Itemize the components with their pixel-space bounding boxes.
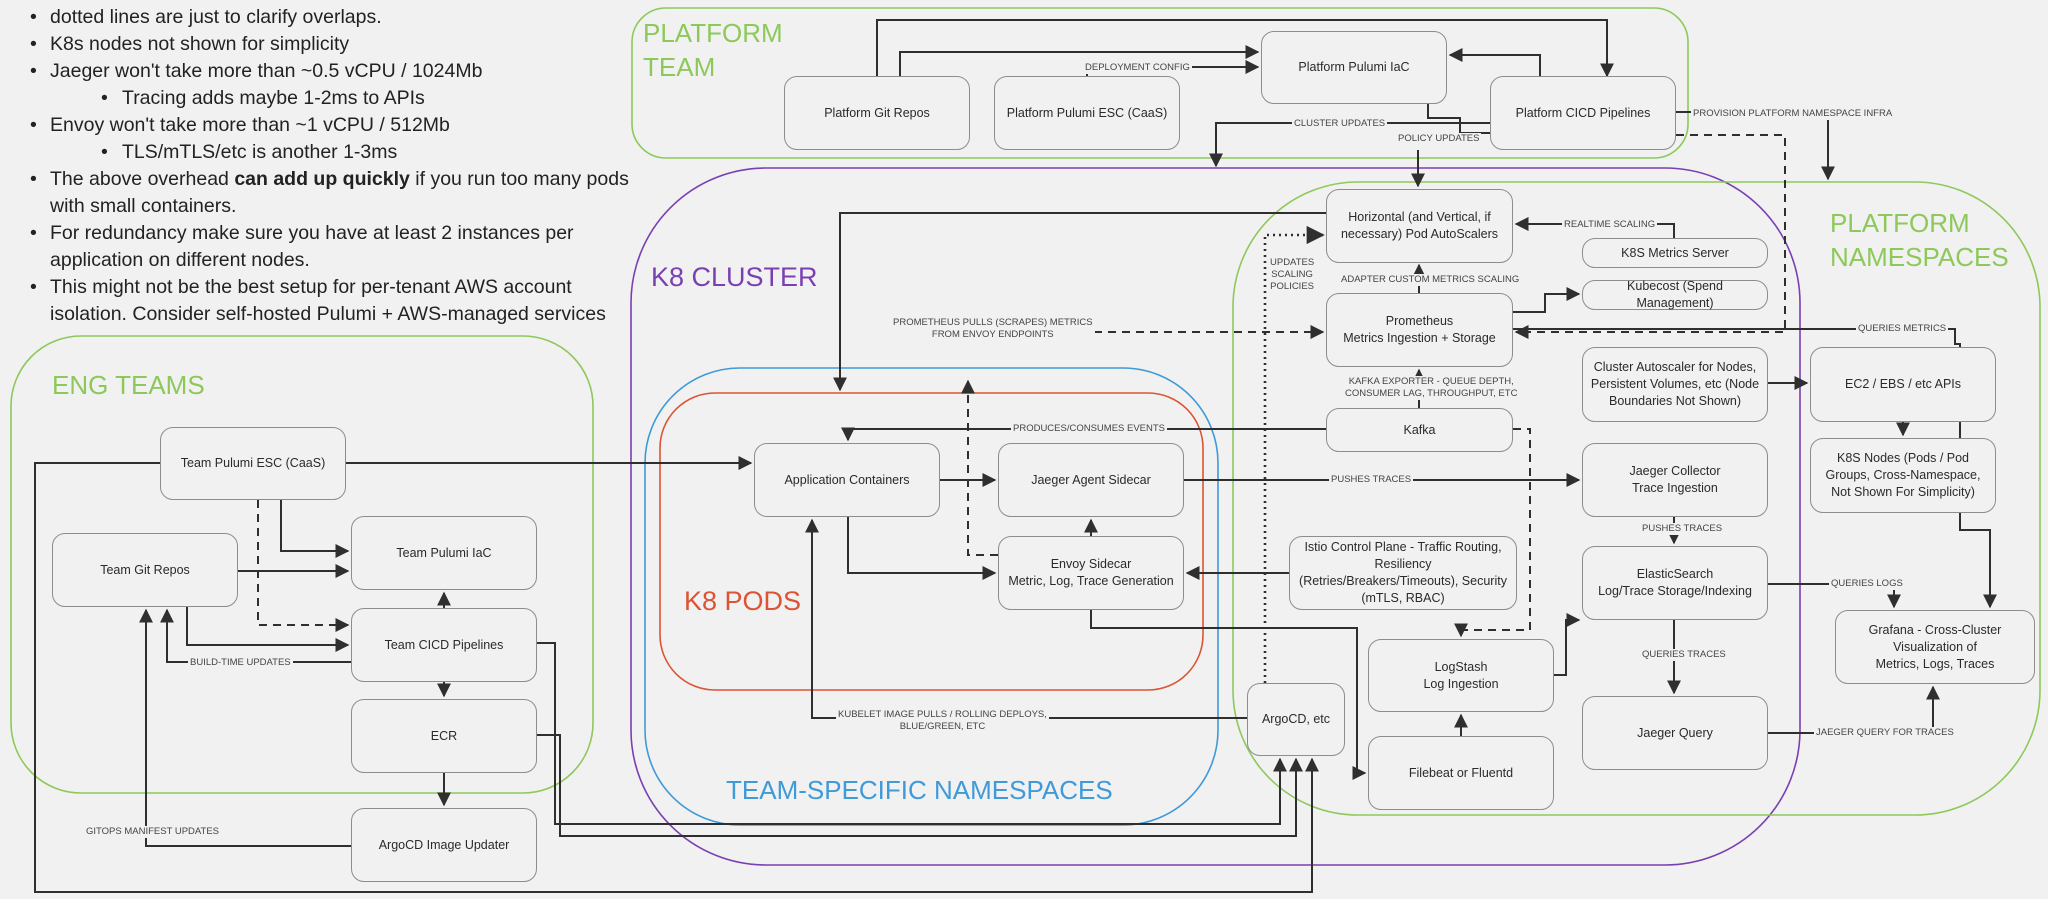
k8-pods-label: K8 PODS xyxy=(684,586,802,616)
hpa-node: Horizontal (and Vertical, if necessary) … xyxy=(1326,189,1513,263)
note-item: Envoy won't take more than ~1 vCPU / 512… xyxy=(14,112,654,139)
eng-teams-label: ENG TEAMS xyxy=(52,370,205,400)
edge-label-queries-metrics: QUERIES METRICS xyxy=(1856,323,1949,335)
prometheus-to-kubecost-edge xyxy=(1513,287,1581,313)
prometheus-node: Prometheus Metrics Ingestion + Storage xyxy=(1326,293,1513,367)
k8-pods-region xyxy=(659,392,1204,691)
note-item: For redundancy make sure you have at lea… xyxy=(14,220,654,274)
ecr-to-argocd-edge xyxy=(537,734,1303,837)
team-git-repos-node: Team Git Repos xyxy=(52,533,238,607)
platform-cicd-node: Platform CICD Pipelines xyxy=(1490,76,1676,150)
edge-label-updates-scaling-policies: UPDATES SCALING POLICIES xyxy=(1268,257,1317,293)
logstash-to-elasticsearch-edge xyxy=(1554,613,1581,676)
envoy-sidecar-node: Envoy Sidecar Metric, Log, Trace Generat… xyxy=(998,536,1184,610)
platform-git-to-iac-edge xyxy=(899,45,1260,76)
note-subitem: Tracing adds maybe 1-2ms to APIs xyxy=(14,85,654,112)
filebeat-node: Filebeat or Fluentd xyxy=(1368,736,1554,810)
jaeger-collector-node: Jaeger Collector Trace Ingestion xyxy=(1582,443,1768,517)
edge-label-provision-platform: PROVISION PLATFORM NAMESPACE INFRA xyxy=(1691,108,1895,120)
edge-label-queries-logs: QUERIES LOGS xyxy=(1829,578,1905,590)
platform-pulumi-esc-node: Platform Pulumi ESC (CaaS) xyxy=(994,76,1180,150)
platform-cicd-to-prometheus-edge xyxy=(1514,134,1786,339)
argocd-node: ArgoCD, etc xyxy=(1247,683,1345,756)
cicd-to-argocd-edge xyxy=(537,642,1287,825)
argocd-to-hpa-edge xyxy=(1263,225,1325,683)
gitops-manifest-edge xyxy=(139,608,351,847)
team-esc-to-argocd-edge xyxy=(34,462,1319,893)
hpa-to-app-edge xyxy=(833,212,1326,392)
edge-label-realtime-scaling: REALTIME SCALING xyxy=(1562,219,1658,231)
note-item: The above overhead can add up quickly if… xyxy=(14,166,654,220)
team-git-to-cicd-edge xyxy=(186,607,350,652)
note-item: Jaeger won't take more than ~0.5 vCPU / … xyxy=(14,58,654,85)
logstash-node: LogStash Log Ingestion xyxy=(1368,639,1554,712)
edge-label-produces-consumes: PRODUCES/CONSUMES EVENTS xyxy=(1011,423,1168,435)
platform-namespaces-region xyxy=(1232,181,2041,816)
k8-cluster-region xyxy=(630,167,1801,866)
platform-cicd-to-iac-edge xyxy=(1448,48,1541,76)
note-text: The above overhead xyxy=(50,168,235,190)
cluster-updates-edge xyxy=(1209,122,1490,168)
elasticsearch-node: ElasticSearch Log/Trace Storage/Indexing xyxy=(1582,546,1768,620)
provision-platform-edge xyxy=(1676,111,1835,181)
edge-label-kubelet-image-pulls: KUBELET IMAGE PULLS / ROLLING DEPLOYS, B… xyxy=(836,709,1049,733)
team-pulumi-iac-node: Team Pulumi IaC xyxy=(351,516,537,590)
k8s-metrics-server-node: K8S Metrics Server xyxy=(1582,238,1768,268)
edge-label-kafka-exporter: KAFKA EXPORTER - QUEUE DEPTH, CONSUMER L… xyxy=(1343,376,1520,400)
edge-label-deployment-config: DEPLOYMENT CONFIG xyxy=(1083,62,1192,74)
edge-label-adapter-custom-metrics: ADAPTER CUSTOM METRICS SCALING xyxy=(1339,274,1522,286)
team-pulumi-esc-node: Team Pulumi ESC (CaaS) xyxy=(160,427,346,500)
edge-label-prometheus-pulls: PROMETHEUS PULLS (SCRAPES) METRICS FROM … xyxy=(891,317,1095,341)
note-emphasis: can add up quickly xyxy=(234,168,410,190)
platform-namespaces-label: PLATFORM NAMESPACES xyxy=(1830,208,2009,272)
note-text: if you run too many pods with small cont… xyxy=(50,168,629,217)
edge-label-policy-updates: POLICY UPDATES xyxy=(1396,133,1482,145)
edge-label-pushes-traces-agent: PUSHES TRACES xyxy=(1329,474,1414,486)
note-item: K8s nodes not shown for simplicity xyxy=(14,31,654,58)
edge-label-pushes-traces-collector: PUSHES TRACES xyxy=(1640,523,1725,535)
edge-label-gitops-manifest: GITOPS MANIFEST UPDATES xyxy=(84,826,222,838)
k8-cluster-label: K8 CLUSTER xyxy=(651,262,818,292)
kafka-to-logstash-edge xyxy=(1454,428,1531,638)
grafana-node: Grafana - Cross-Cluster Visualization of… xyxy=(1835,610,2035,684)
team-specific-namespaces-label: TEAM-SPECIFIC NAMESPACES xyxy=(726,775,1113,805)
edge-label-queries-traces: QUERIES TRACES xyxy=(1640,649,1728,661)
istio-node: Istio Control Plane - Traffic Routing, R… xyxy=(1289,536,1517,610)
k8s-nodes-node: K8S Nodes (Pods / Pod Groups, Cross-Name… xyxy=(1810,438,1996,513)
envoy-metrics-scrape-edge xyxy=(961,379,998,556)
platform-team-label: PLATFORM TEAM xyxy=(643,18,783,82)
team-esc-to-cicd-edge xyxy=(257,500,350,632)
application-containers-node: Application Containers xyxy=(754,443,940,517)
platform-git-repos-node: Platform Git Repos xyxy=(784,76,970,150)
platform-git-to-cicd-edge xyxy=(876,19,1614,78)
note-subitem: TLS/mTLS/etc is another 1-3ms xyxy=(14,139,654,166)
kubelet-pulls-edge xyxy=(805,518,1247,719)
ec2-apis-node: EC2 / EBS / etc APIs xyxy=(1810,347,1996,422)
platform-pulumi-iac-node: Platform Pulumi IaC xyxy=(1261,31,1447,104)
prometheus-to-grafana-edge xyxy=(1513,328,1997,609)
kubecost-node: Kubecost (Spend Management) xyxy=(1582,279,1768,310)
edge-label-cluster-updates: CLUSTER UPDATES xyxy=(1292,118,1388,130)
team-cicd-node: Team CICD Pipelines xyxy=(351,608,537,682)
edge-label-build-time-updates: BUILD-TIME UPDATES xyxy=(188,657,293,669)
team-esc-to-iac-edge xyxy=(280,500,350,558)
cluster-autoscaler-node: Cluster Autoscaler for Nodes, Persistent… xyxy=(1582,347,1768,422)
eng-teams-region xyxy=(10,335,594,794)
edge-label-jaeger-query-for-traces: JAEGER QUERY FOR TRACES xyxy=(1814,727,1956,739)
note-item: dotted lines are just to clarify overlap… xyxy=(14,4,654,31)
jaeger-agent-sidecar-node: Jaeger Agent Sidecar xyxy=(998,443,1184,517)
app-to-envoy-edge xyxy=(847,517,997,580)
jaeger-query-node: Jaeger Query xyxy=(1582,696,1768,770)
ecr-node: ECR xyxy=(351,699,537,773)
kafka-node: Kafka xyxy=(1326,408,1513,452)
envoy-to-filebeat-edge xyxy=(1090,610,1367,780)
notes-list: dotted lines are just to clarify overlap… xyxy=(14,4,654,328)
note-item: This might not be the best setup for per… xyxy=(14,274,654,328)
argocd-image-updater-node: ArgoCD Image Updater xyxy=(351,808,537,882)
